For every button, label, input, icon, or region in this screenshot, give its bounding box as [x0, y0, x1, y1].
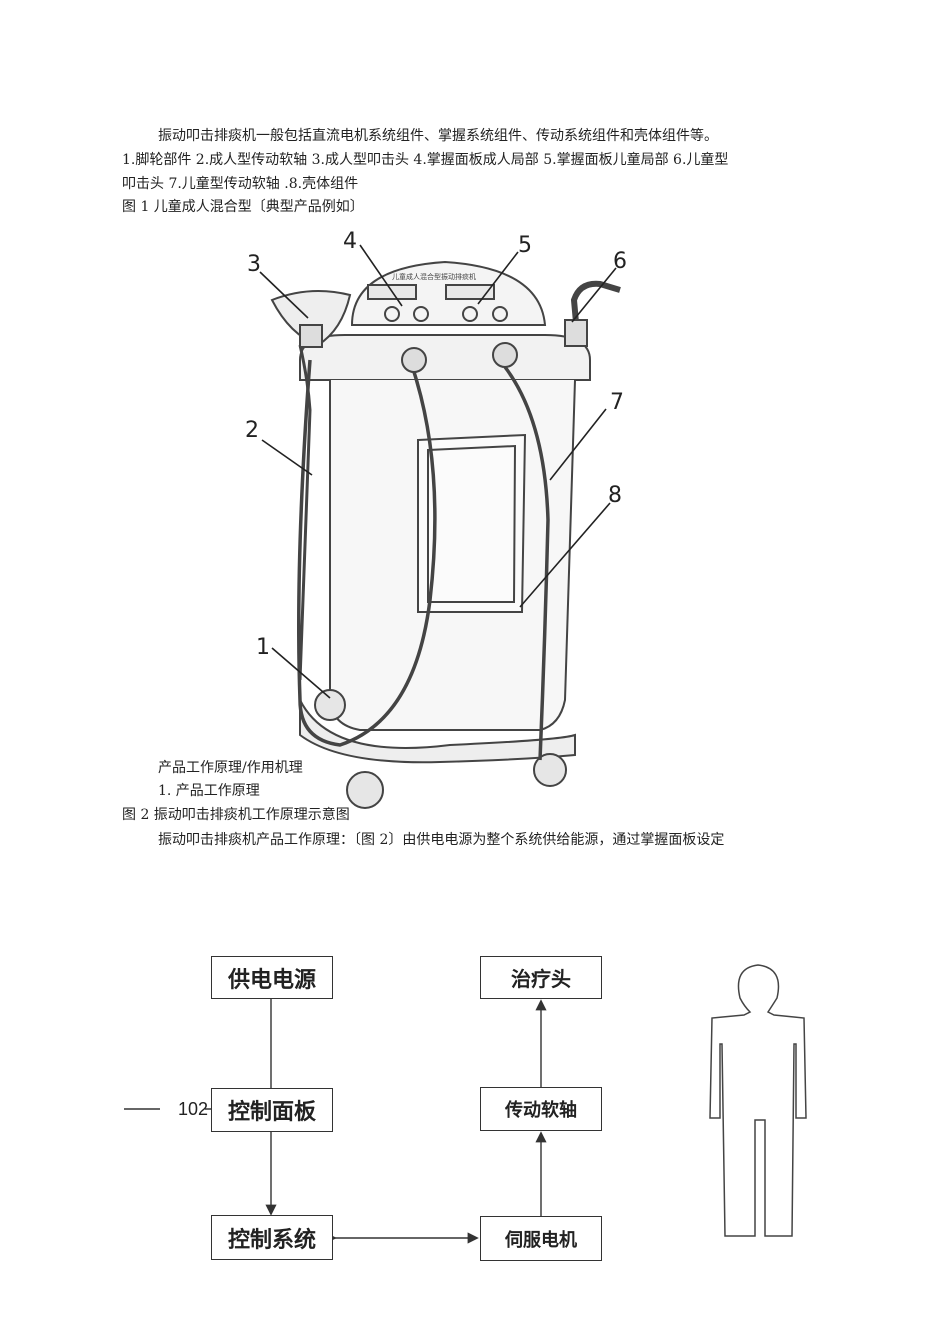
callout-5: 5	[518, 233, 532, 258]
machine-panel-label: 儿童成人混合型振动排痰机	[392, 272, 476, 281]
control-system-box: 控制系统	[211, 1215, 333, 1260]
callout-3: 3	[247, 252, 261, 277]
control-panel-box: 控制面板	[211, 1088, 333, 1132]
intro-text: 振动叩击排痰机一般包括直流电机系统组件、掌握系统组件、传动系统组件和壳体组件等。	[158, 128, 718, 144]
control-system-label: 控制系统	[227, 1227, 316, 1253]
parts-list-line-2: 叩击头 7.儿童型传动软轴 .8.壳体组件	[122, 176, 359, 192]
servo-motor-label: 伺服电机	[505, 1229, 577, 1251]
callout-4: 4	[343, 229, 357, 254]
callout-2: 2	[245, 418, 259, 443]
principle-text: 振动叩击排痰机产品工作原理：〔图 2〕由供电电源为整个系统供给能源，通过掌握面板…	[158, 832, 725, 848]
servo-motor-box: 伺服电机	[480, 1216, 602, 1261]
callout-1: 1	[256, 635, 270, 660]
treatment-head-box: 治疗头	[480, 956, 602, 999]
drive-shaft-box: 传动软轴	[480, 1087, 602, 1131]
power-supply-box: 供电电源	[211, 956, 333, 999]
figure-1-caption: 图 1 儿童成人混合型〔典型产品例如〕	[122, 199, 364, 215]
figure-2-caption: 图 2 振动叩击排痰机工作原理示意图	[122, 807, 350, 823]
section-title: 产品工作原理/作用机理	[158, 760, 303, 776]
control-panel-label: 控制面板	[227, 1100, 316, 1125]
subsection-title: 1. 产品工作原理	[158, 783, 260, 799]
callout-7: 7	[610, 390, 624, 415]
treatment-head-label: 治疗头	[511, 967, 571, 991]
reference-number: 102	[178, 1099, 209, 1119]
parts-list-line-1: 1.脚轮部件 2.成人型传动软轴 3.成人型叩击头 4.掌握面板成人局部 5.掌…	[122, 152, 729, 168]
callout-8: 8	[608, 483, 622, 508]
callout-6: 6	[613, 249, 627, 274]
drive-shaft-label: 传动软轴	[505, 1100, 577, 1121]
power-supply-label: 供电电源	[227, 967, 316, 993]
